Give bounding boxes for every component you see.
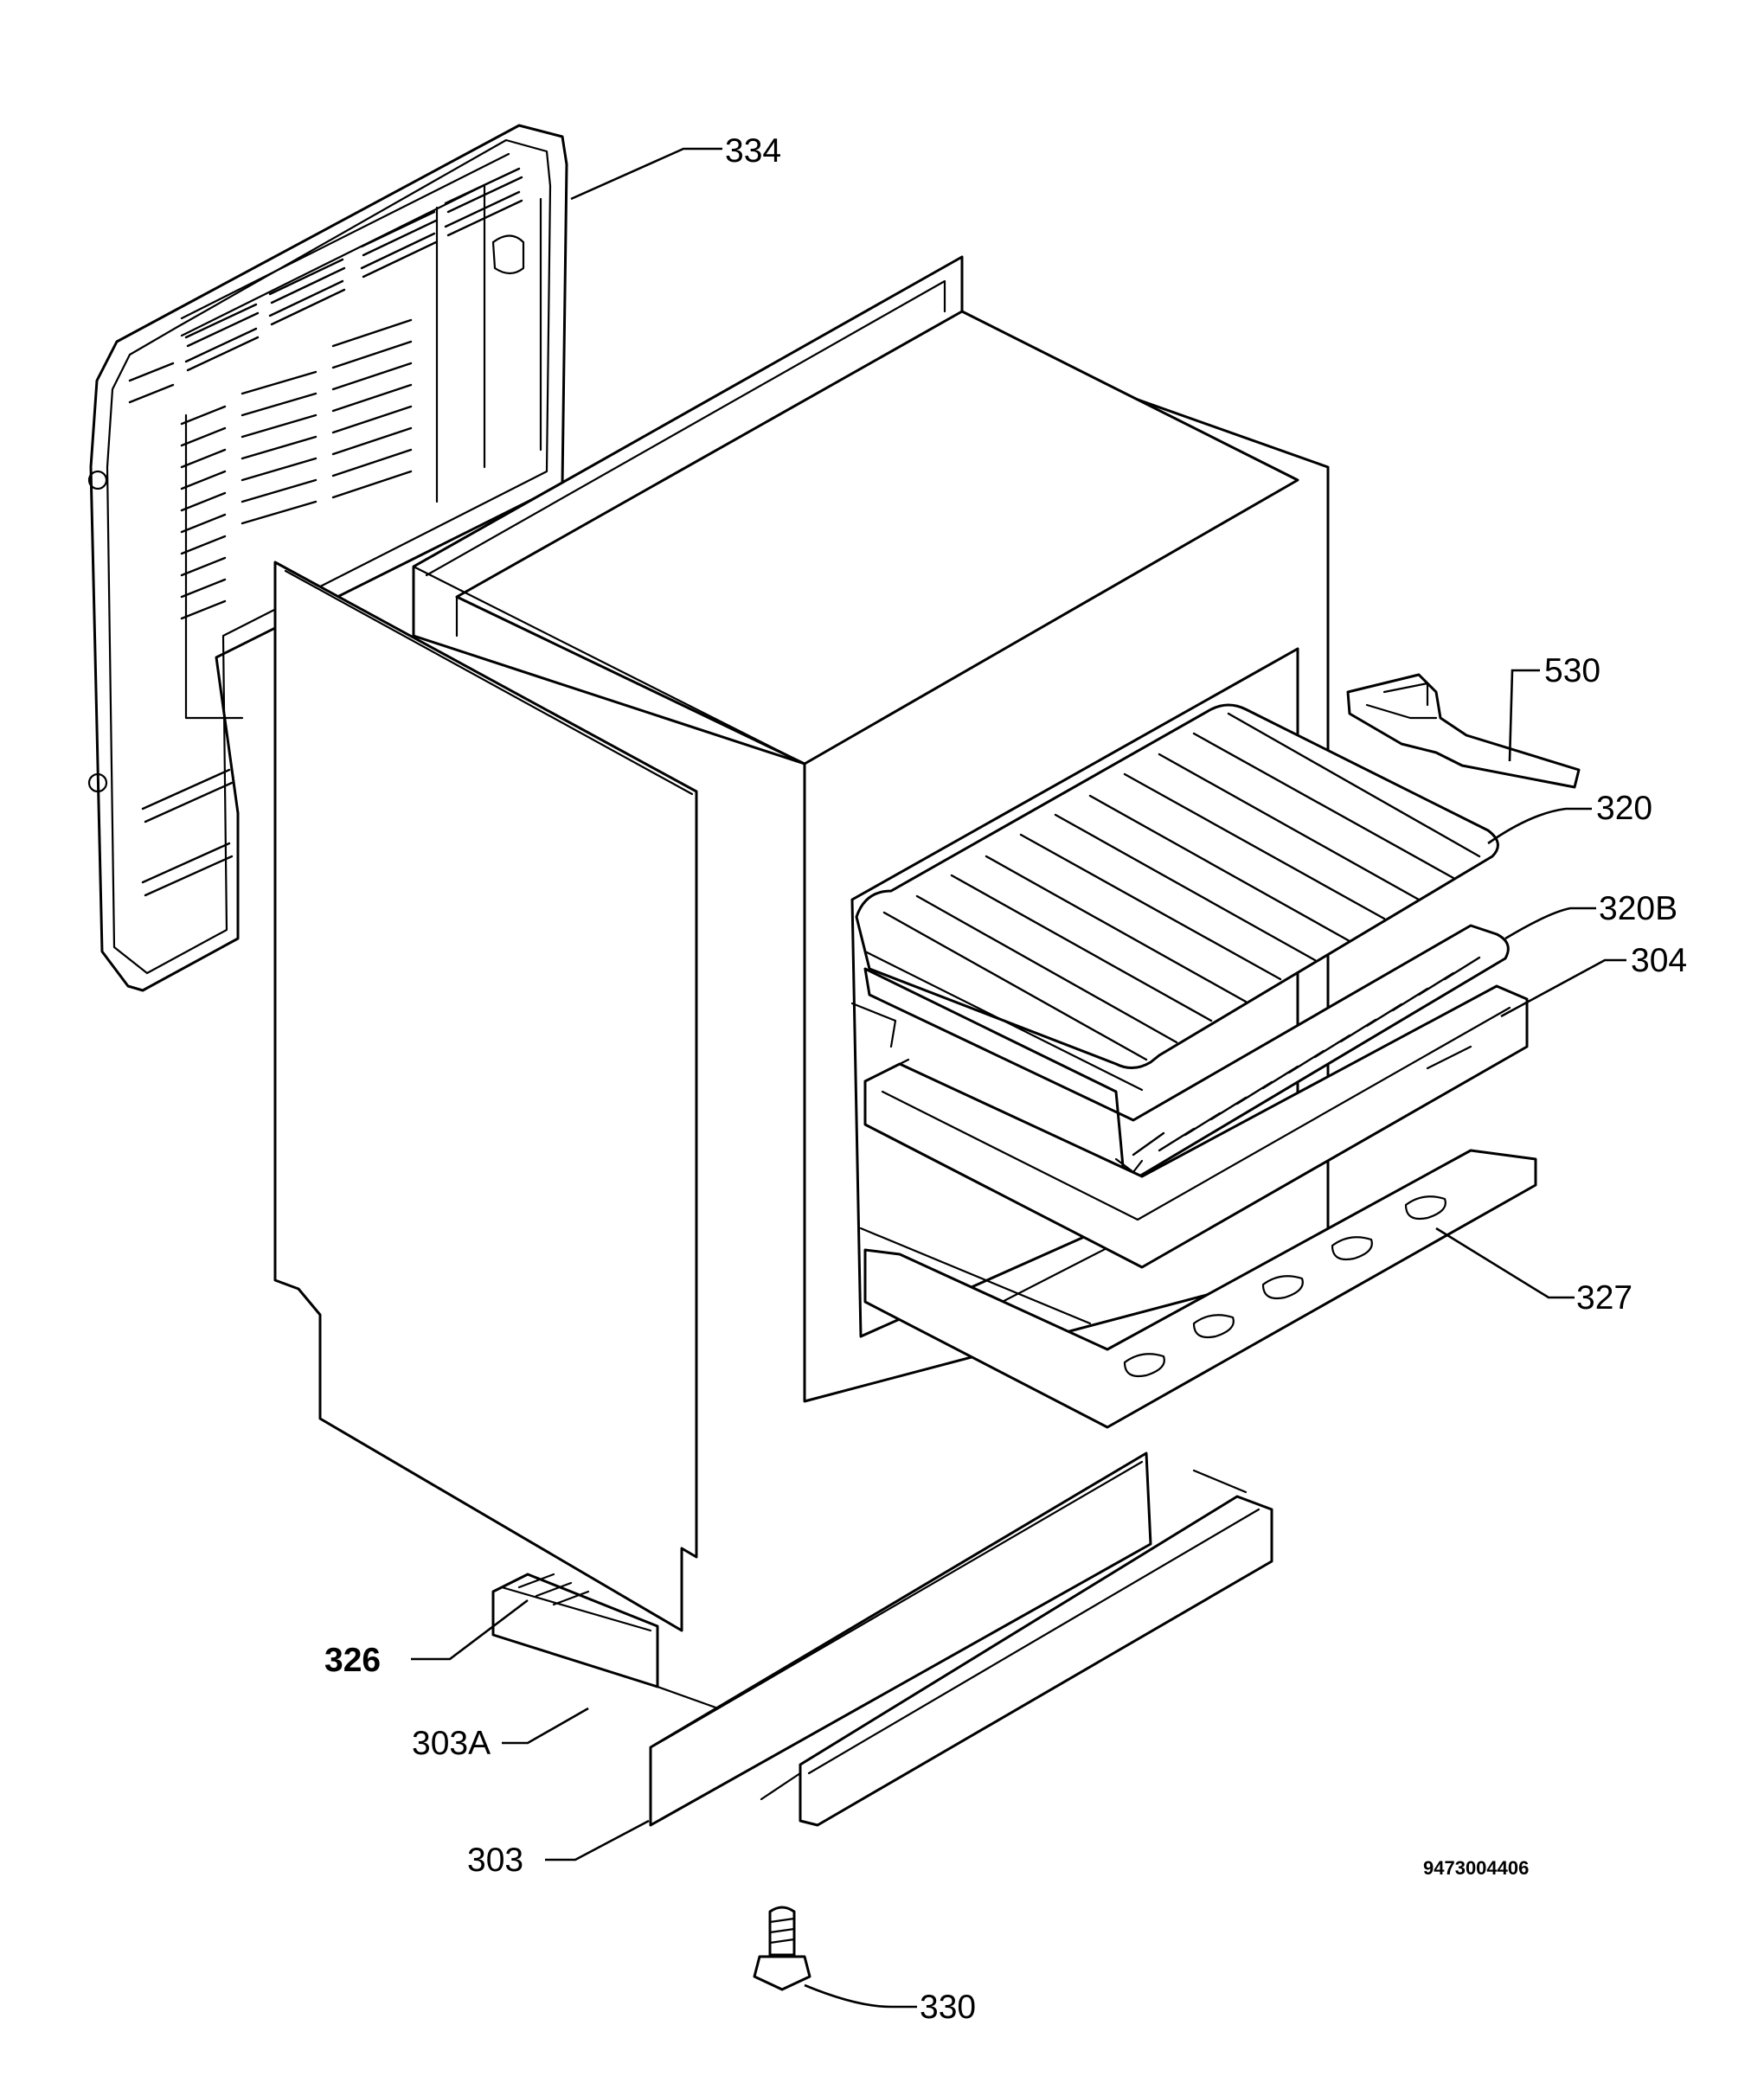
back-panel-vents bbox=[128, 167, 523, 897]
label-330: 330 bbox=[920, 1989, 976, 2026]
label-327: 327 bbox=[1576, 1279, 1633, 1317]
floor-plate-slots bbox=[1123, 1195, 1446, 1378]
floor-plate-327 bbox=[863, 1149, 1537, 1429]
part-labels: 334 530 320 320B 304 327 326 303A 303 33… bbox=[324, 132, 1687, 2026]
rack-320b bbox=[863, 924, 1510, 1187]
label-304: 304 bbox=[1631, 942, 1687, 979]
label-334: 334 bbox=[725, 132, 781, 170]
shelf-rods bbox=[882, 712, 1481, 1061]
label-320: 320 bbox=[1596, 790, 1652, 827]
side-panel bbox=[273, 561, 698, 1632]
grill-handle-530 bbox=[1346, 673, 1581, 789]
label-530: 530 bbox=[1544, 652, 1600, 689]
rack-slats bbox=[1132, 956, 1481, 1157]
label-303a: 303A bbox=[412, 1725, 491, 1762]
back-panel-334 bbox=[87, 124, 568, 992]
plinth-303a bbox=[491, 1573, 720, 1710]
leader-lines bbox=[411, 147, 1626, 2009]
plinth-rail-303 bbox=[649, 1451, 1152, 1827]
screw-330 bbox=[753, 1906, 811, 1991]
label-326: 326 bbox=[324, 1642, 381, 1679]
label-303: 303 bbox=[467, 1842, 523, 1879]
wire-shelf-320 bbox=[855, 703, 1499, 1092]
label-320b: 320B bbox=[1599, 890, 1677, 927]
plinth-side-rail bbox=[760, 1469, 1273, 1827]
baking-tray-304 bbox=[863, 984, 1529, 1269]
drawing-code: 9473004406 bbox=[1423, 1857, 1529, 1879]
